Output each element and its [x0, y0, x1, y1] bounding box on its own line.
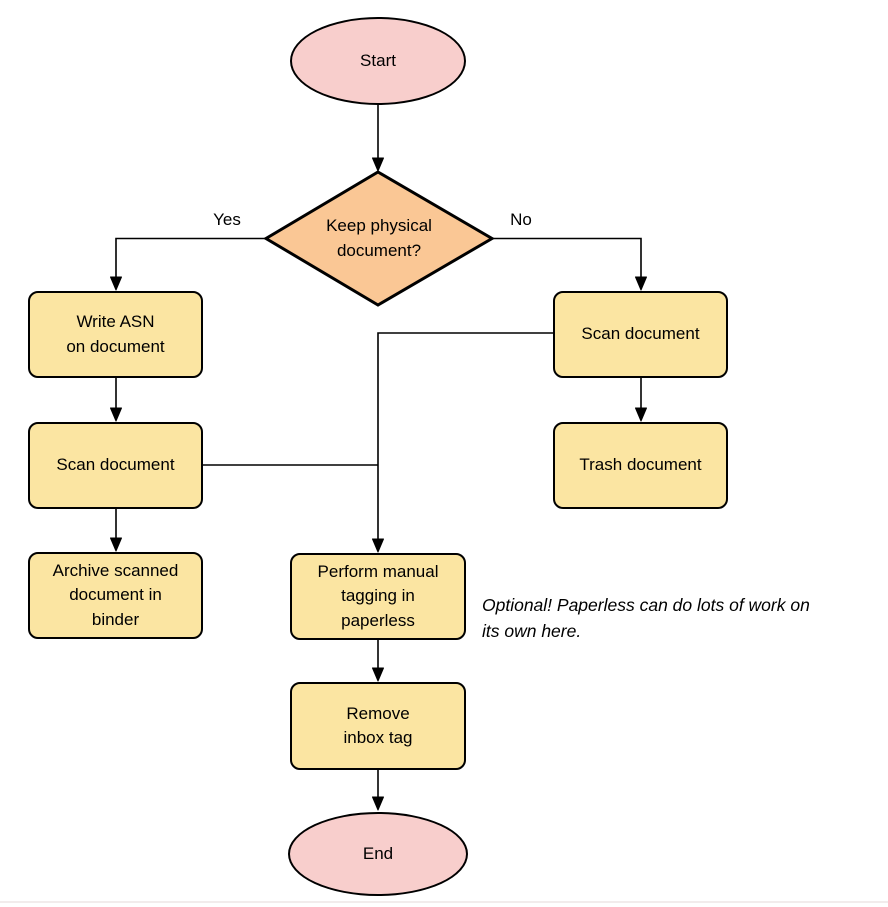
arrowhead-junction-tagging	[372, 538, 384, 553]
edge-decision-write-asn	[115, 237, 266, 284]
node-trash-document: Trash document	[553, 422, 728, 509]
node-remove-inbox-tag: Remove inbox tag	[290, 682, 466, 770]
node-start: Start	[290, 17, 466, 105]
node-archive-binder: Archive scanned document in binder	[28, 552, 203, 639]
decision-diamond-shape	[263, 170, 495, 307]
edge-scan-right-tagging	[377, 332, 553, 546]
canvas-bottom-edge	[0, 901, 888, 903]
arrowhead-scan-left-archive	[110, 537, 122, 552]
edge-label-yes: Yes	[211, 210, 243, 230]
edge-label-no: No	[508, 210, 534, 230]
arrowhead-start-decision	[372, 157, 384, 172]
node-scan-document-right: Scan document	[553, 291, 728, 378]
node-end-label: End	[362, 844, 394, 863]
arrowhead-decision-write-asn	[110, 276, 122, 291]
arrowhead-tagging-remove	[372, 667, 384, 682]
node-scan-document-left: Scan document	[28, 422, 203, 509]
node-write-asn: Write ASN on document	[28, 291, 203, 378]
arrowhead-write-asn-scan-left	[110, 407, 122, 422]
arrowhead-remove-end	[372, 796, 384, 811]
node-end: End	[288, 812, 468, 896]
optional-note: Optional! Paperless can do lots of work …	[482, 595, 810, 641]
node-manual-tagging: Perform manual tagging in paperless	[290, 553, 466, 640]
node-start-label: Start	[360, 51, 396, 70]
arrowhead-decision-scan-right	[635, 276, 647, 291]
node-decision-label: Keep physical document?	[326, 216, 432, 260]
edge-decision-scan-right	[492, 237, 642, 284]
arrowhead-scan-right-trash	[635, 407, 647, 422]
